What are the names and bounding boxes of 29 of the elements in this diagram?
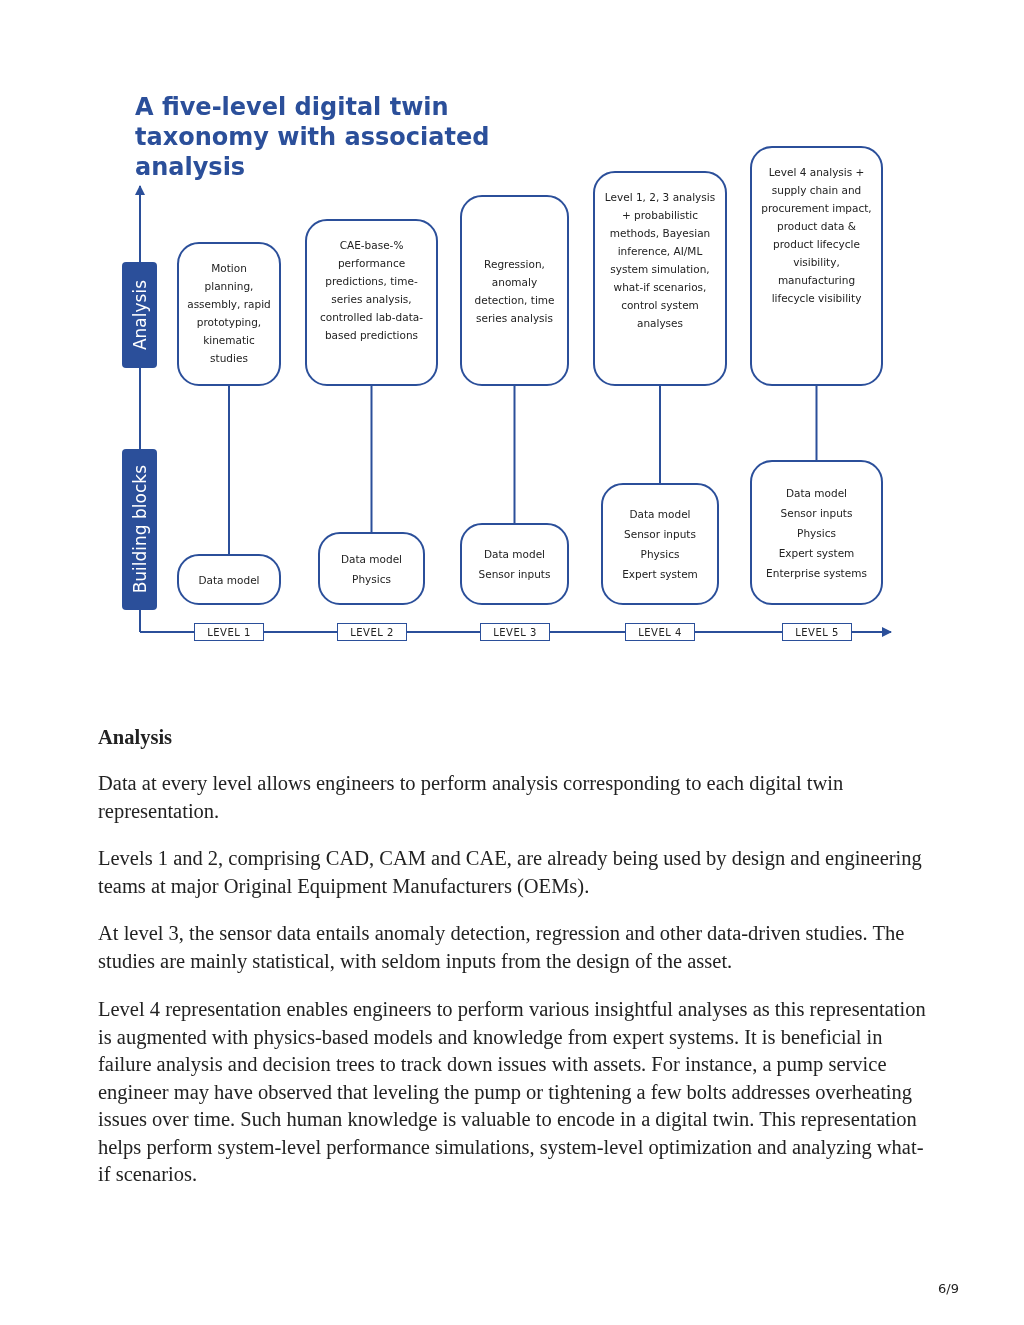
paragraph: Data at every level allows engineers to perform analysis corresponding to each digital twin representation. [98,771,845,825]
connector-line [370,385,373,533]
level-tag: LEVEL 1 [194,623,264,641]
page-number: 6/9 [938,1281,959,1296]
connector-line [228,385,230,555]
diagram-title: A five-level digital twin taxonomy with associated analysis [135,92,491,182]
axis-band: Analysis [122,262,157,368]
rounded-box: Data model Sensor inputs Physics Expert system Enterprise systems [750,460,883,605]
rounded-box: Data model Sensor inputs Physics Expert system [601,483,719,605]
level-tag: LEVEL 3 [480,623,550,641]
rounded-box: Data model [177,554,281,605]
connector-line [815,385,818,461]
rounded-box: Data model Sensor inputs [460,523,569,605]
rounded-box: Regression, anomaly detection, time series analysis [460,195,569,386]
level-tag: LEVEL 2 [337,623,407,641]
rounded-box: Level 4 analysis + supply chain and procurement impact, product data & product lifecycle visibility, manufacturing lifecycle visibility [750,146,883,386]
connector-line [659,385,661,484]
rounded-box: CAE-base-% performance predictions, time-series analysis, controlled lab-data-based predictions [305,219,438,386]
level-tag: LEVEL 5 [782,623,852,641]
level-tag: LEVEL 4 [625,623,695,641]
connector-line [513,385,516,524]
section-heading: Analysis [98,725,174,751]
paragraph: Level 4 representation enables engineers to perform various insightful analyses as this representation is augmented with physics-based models and knowledge from expert systems. It is beneficial in failure analysis and decision trees to track down issues with assets. For instance, a pump service engineer may have observed that leveling the pump or tightening a few bolts addresses overheating issues over time. Such human knowledge is valuable to encode in a digital twin. This representation helps perform system-level performance simulations, system-level optimization and analyzing what-if scenarios. [98,997,927,1187]
rounded-box: Data model Physics [318,532,425,605]
axis-band: Building blocks [122,449,157,610]
paragraph: Levels 1 and 2, comprising CAD, CAM and CAE, are already being used by design and engineering teams at major Original Equipment Manufacturers (OEMs). [98,846,923,900]
rounded-box: Motion planning, assembly, rapid prototyping, kinematic studies [177,242,281,386]
rounded-box: Level 1, 2, 3 analysis + probabilistic methods, Bayesian inference, AI/ML system simulation, what-if scenarios, control system analyses [593,171,727,386]
paragraph: At level 3, the sensor data entails anomaly detection, regression and other data-driven studies. The studies are mainly statistical, with seldom inputs from the design of the asset. [98,921,906,975]
